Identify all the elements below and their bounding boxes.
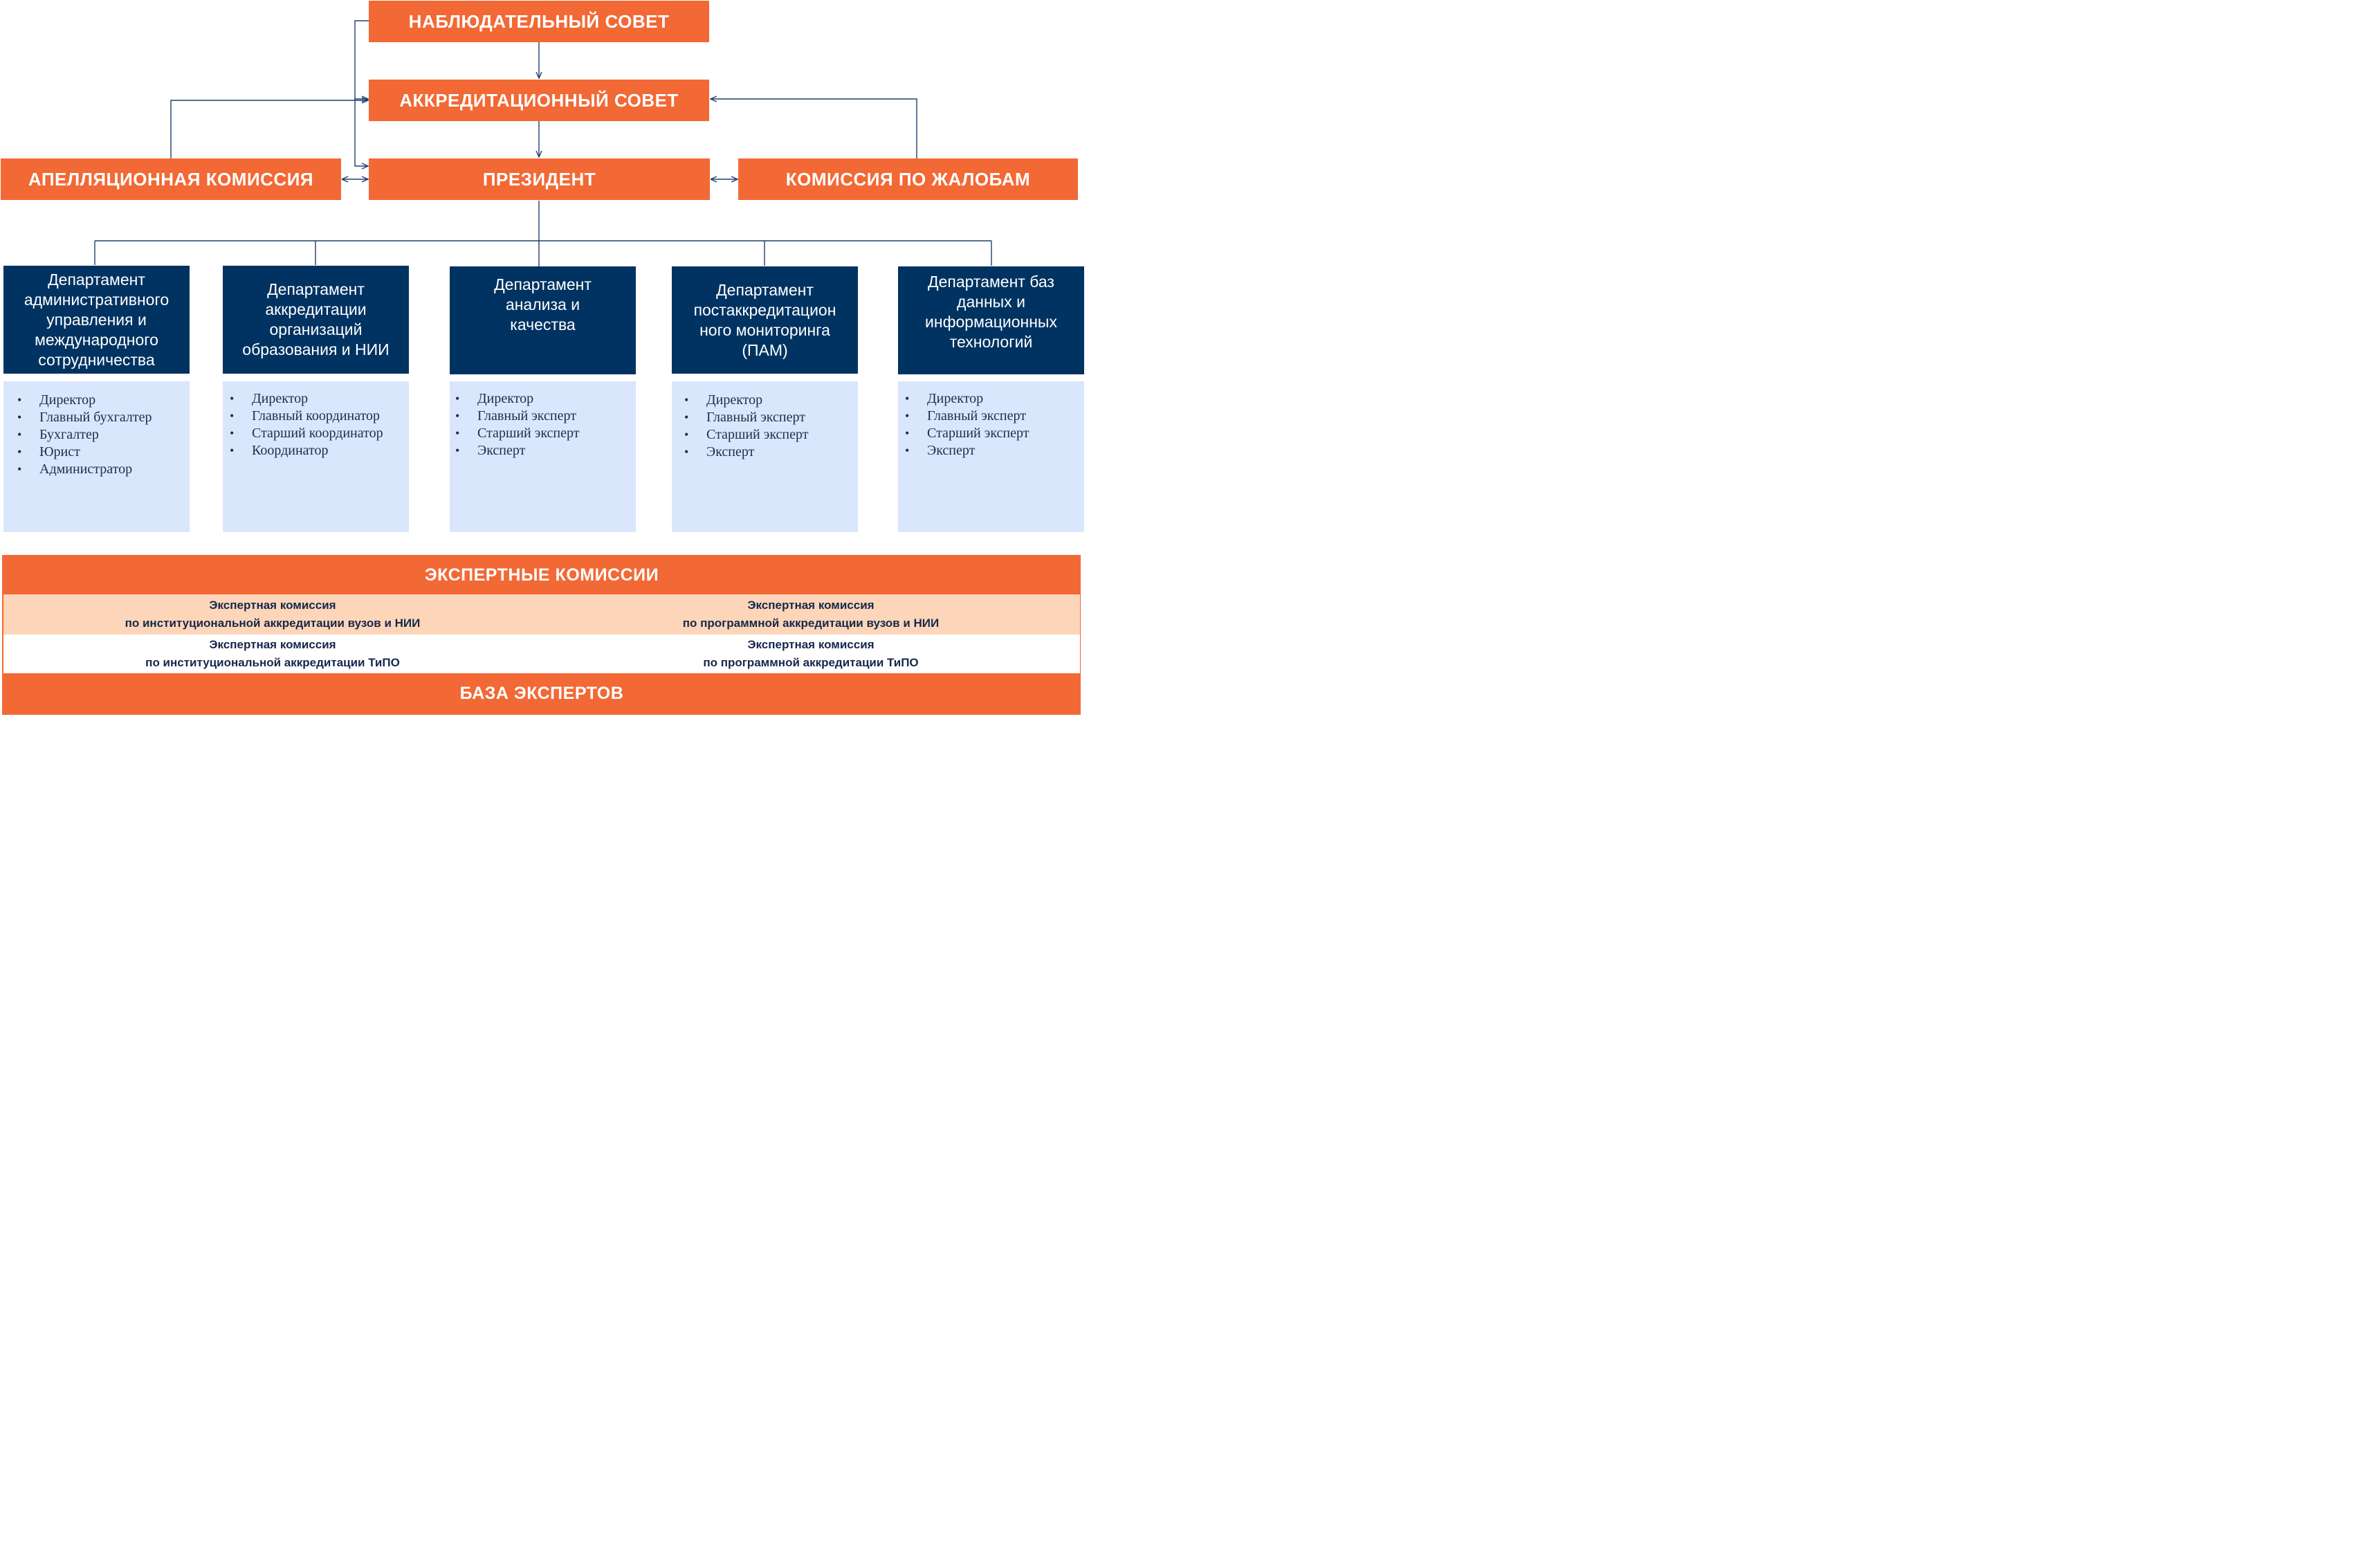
department-title-line: данных и — [957, 293, 1025, 311]
connector-lines — [94, 20, 992, 266]
expert-commissions-row-1: Экспертная комиссия по институциональной… — [3, 594, 1080, 635]
department-title-line: постаккредитацион — [693, 300, 836, 319]
department-title-line: организаций — [269, 320, 363, 338]
department-3-staff-list: Директор Главный эксперт Старший эксперт… — [450, 381, 636, 532]
commission-line: по институциональной аккредитации ТиПО — [145, 656, 400, 669]
department-2-header: Департамент аккредитации организаций обр… — [223, 266, 409, 374]
department-1-staff-list: Директор Главный бухгалтер Бухгалтер Юри… — [3, 381, 190, 532]
department-title: Департамент баз данных и информационных … — [925, 272, 1057, 352]
experts-database-label: БАЗА ЭКСПЕРТОВ — [459, 683, 624, 703]
department-4-staff-list: Директор Главный эксперт Старший эксперт… — [672, 381, 858, 532]
department-title-line: качества — [510, 316, 576, 334]
accreditation-council-label: АККРЕДИТАЦИОННЫЙ СОВЕТ — [399, 89, 679, 111]
department-title: Департамент анализа и качества — [494, 275, 592, 335]
department-title-line: Департамент — [494, 275, 592, 293]
department-2-staff-list: Директор Главный координатор Старший коо… — [223, 381, 409, 532]
expert-commissions-title: ЭКСПЕРТНЫЕ КОМИССИИ — [424, 565, 659, 585]
staff-item: Директор — [230, 390, 409, 408]
department-4-header: Департамент постаккредитацион ного монит… — [672, 266, 858, 374]
department-title-line: административного — [24, 290, 170, 309]
staff-item: Старший эксперт — [455, 425, 636, 442]
commission-line: по программной аккредитации ТиПО — [703, 656, 919, 669]
department-title-line: ного мониторинга — [699, 320, 830, 339]
commission-programme-tipo: Экспертная комиссия по программной аккре… — [542, 635, 1080, 673]
department-3-header: Департамент анализа и качества — [450, 266, 636, 374]
staff-item: Директор — [905, 390, 1084, 408]
complaints-commission-label: КОМИССИЯ ПО ЖАЛОБАМ — [785, 168, 1031, 190]
commission-programme-universities: Экспертная комиссия по программной аккре… — [542, 594, 1080, 635]
commission-line: Экспертная комиссия — [747, 599, 875, 612]
department-title-line: Департамент — [267, 280, 365, 298]
staff-item: Старший координатор — [230, 425, 409, 442]
commission-institutional-tipo: Экспертная комиссия по институциональной… — [3, 635, 542, 673]
staff-item: Директор — [17, 392, 190, 409]
department-title-line: аккредитации — [265, 300, 367, 318]
arrow-complaints-to-council — [711, 99, 917, 158]
department-title-line: международного — [35, 330, 158, 349]
experts-database-footer: БАЗА ЭКСПЕРТОВ — [3, 673, 1080, 713]
expert-commissions-row-2: Экспертная комиссия по институциональной… — [3, 635, 1080, 673]
department-title-line: технологий — [949, 333, 1033, 351]
staff-item: Главный координатор — [230, 408, 409, 425]
department-title-line: Департамент — [716, 280, 814, 299]
complaints-commission-box: КОМИССИЯ ПО ЖАЛОБАМ — [738, 158, 1078, 200]
department-title: Департамент постаккредитацион ного монит… — [694, 280, 836, 361]
staff-item: Эксперт — [684, 444, 858, 461]
staff-item: Эксперт — [905, 442, 1084, 459]
president-box: ПРЕЗИДЕНТ — [369, 158, 710, 200]
commission-institutional-universities: Экспертная комиссия по институциональной… — [3, 594, 542, 635]
appeals-commission-label: АПЕЛЛЯЦИОННАЯ КОМИССИЯ — [28, 168, 314, 190]
staff-item: Главный эксперт — [905, 408, 1084, 425]
department-5-header: Департамент баз данных и информационных … — [898, 266, 1084, 374]
accreditation-council-box: АККРЕДИТАЦИОННЫЙ СОВЕТ — [369, 80, 709, 121]
department-title-line: Департамент — [48, 270, 145, 289]
staff-item: Главный эксперт — [684, 409, 858, 426]
commission-line: по институциональной аккредитации вузов … — [125, 617, 421, 630]
department-title: Департамент аккредитации организаций обр… — [242, 280, 389, 360]
staff-item: Главный бухгалтер — [17, 409, 190, 426]
department-title-line: информационных — [925, 313, 1057, 331]
arrow-supervisory-loop-to-council — [354, 20, 369, 99]
staff-item: Директор — [455, 390, 636, 408]
department-title-line: управления и — [46, 310, 147, 329]
department-title-line: образования и НИИ — [242, 340, 390, 358]
supervisory-board-label: НАБЛЮДАТЕЛЬНЫЙ СОВЕТ — [408, 10, 670, 32]
commission-line: Экспертная комиссия — [747, 638, 875, 651]
staff-item: Юрист — [17, 444, 190, 461]
arrow-supervisory-loop-to-president — [354, 99, 368, 166]
department-title-line: сотрудничества — [38, 350, 155, 369]
staff-item: Старший эксперт — [905, 425, 1084, 442]
commission-line: Экспертная комиссия — [209, 638, 336, 651]
appeals-commission-box: АПЕЛЛЯЦИОННАЯ КОМИССИЯ — [1, 158, 341, 200]
commission-line: Экспертная комиссия — [209, 599, 336, 612]
supervisory-board-box: НАБЛЮДАТЕЛЬНЫЙ СОВЕТ — [369, 1, 709, 42]
department-5-staff-list: Директор Главный эксперт Старший эксперт… — [898, 381, 1084, 532]
president-label: ПРЕЗИДЕНТ — [482, 168, 596, 190]
staff-item: Бухгалтер — [17, 426, 190, 444]
commission-line: по программной аккредитации вузов и НИИ — [682, 617, 940, 630]
expert-commissions-header: ЭКСПЕРТНЫЕ КОМИССИИ — [3, 556, 1080, 594]
department-title-line: (ПАМ) — [742, 340, 788, 359]
staff-item: Главный эксперт — [455, 408, 636, 425]
staff-item: Администратор — [17, 461, 190, 478]
department-title-line: анализа и — [505, 295, 580, 313]
arrow-appeals-to-council — [170, 100, 368, 158]
department-title: Департамент административного управления… — [24, 270, 169, 370]
department-1-header: Департамент административного управления… — [3, 266, 190, 374]
staff-item: Старший эксперт — [684, 426, 858, 444]
staff-item: Координатор — [230, 442, 409, 459]
staff-item: Директор — [684, 392, 858, 409]
department-title-line: Департамент баз — [928, 273, 1054, 291]
staff-item: Эксперт — [455, 442, 636, 459]
